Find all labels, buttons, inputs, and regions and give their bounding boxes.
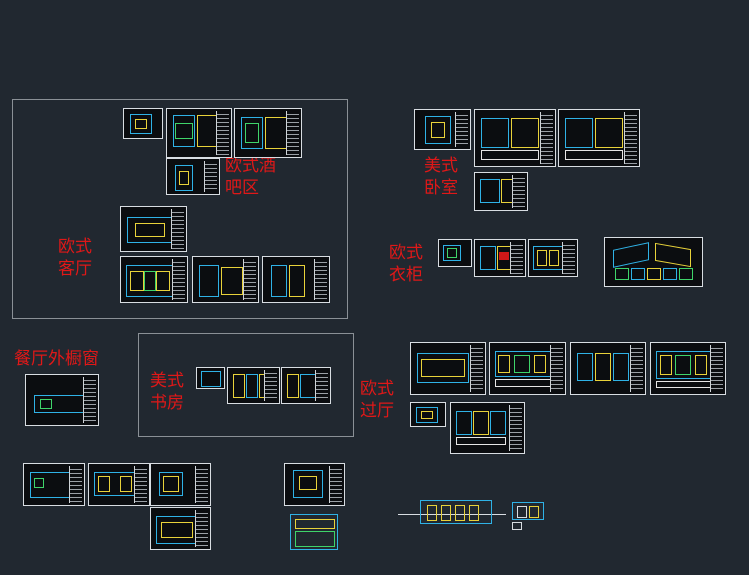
drawing-sheet[interactable] [489, 342, 566, 395]
drawing-sheet[interactable] [474, 109, 556, 167]
drawing-sheet[interactable] [474, 239, 526, 277]
drawing-sheet[interactable] [450, 402, 525, 454]
drawing-sheet[interactable] [88, 463, 150, 506]
drawing-sheet[interactable] [650, 342, 726, 395]
drawing-sheet[interactable] [528, 239, 578, 277]
drawing-sheet[interactable] [262, 256, 330, 303]
detail-drawing[interactable] [512, 502, 544, 520]
drawing-sheet[interactable] [120, 206, 187, 252]
label-us-bedroom: 美式 卧室 [424, 156, 458, 198]
drawing-sheet[interactable] [410, 402, 446, 427]
label-us-study: 美式 书房 [150, 371, 184, 413]
detail-drawing[interactable] [512, 522, 522, 530]
drawing-sheet[interactable] [474, 172, 528, 211]
drawing-sheet[interactable] [570, 342, 646, 395]
drawing-sheet[interactable] [558, 109, 640, 167]
drawing-sheet[interactable] [438, 239, 472, 267]
drawing-sheet[interactable] [234, 108, 302, 158]
drawing-sheet[interactable] [166, 108, 232, 158]
drawing-sheet[interactable] [281, 367, 331, 404]
section-line [398, 514, 506, 515]
drawing-sheet[interactable] [150, 463, 211, 506]
drawing-sheet[interactable] [227, 367, 280, 404]
group-frame-us-study [138, 333, 354, 437]
drawing-sheet[interactable] [166, 158, 220, 195]
label-eu-bar: 欧式酒 吧区 [225, 156, 276, 198]
elevation-drawing[interactable] [290, 514, 338, 550]
drawing-sheet[interactable] [192, 256, 259, 303]
drawing-sheet[interactable] [123, 108, 163, 139]
drawing-sheet[interactable] [414, 109, 471, 150]
drawing-sheet[interactable] [150, 507, 211, 550]
label-eu-hall: 欧式 过厅 [360, 379, 394, 421]
drawing-sheet[interactable] [410, 342, 486, 395]
drawing-sheet[interactable] [23, 463, 85, 506]
drawing-sheet[interactable] [196, 367, 225, 389]
drawing-sheet[interactable] [25, 374, 99, 426]
drawing-sheet[interactable] [604, 237, 703, 287]
elevation-drawing[interactable] [420, 500, 492, 524]
drawing-sheet[interactable] [120, 256, 188, 303]
group-frame-eu-living-bar [12, 99, 348, 319]
label-dining-window: 餐厅外橱窗 [14, 349, 99, 369]
drawing-sheet[interactable] [284, 463, 345, 506]
label-eu-wardrobe: 欧式 衣柜 [389, 243, 423, 285]
label-eu-living: 欧式 客厅 [58, 237, 92, 279]
